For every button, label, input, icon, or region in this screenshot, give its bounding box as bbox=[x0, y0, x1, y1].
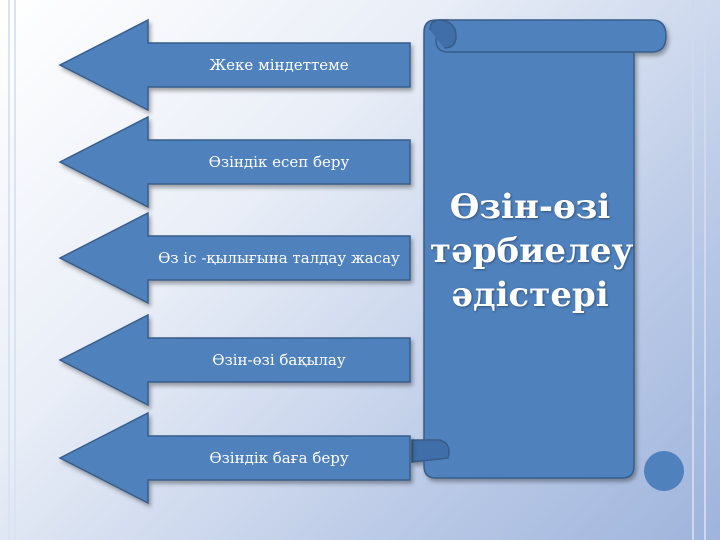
method-arrow-5 bbox=[58, 411, 411, 505]
scroll-banner bbox=[411, 19, 667, 479]
scroll-curl bbox=[429, 19, 457, 49]
method-label-2: Өзіндік есеп беру bbox=[208, 153, 350, 171]
method-arrow-1 bbox=[58, 18, 411, 112]
method-label-4: Өзін-өзі бақылау bbox=[212, 351, 346, 369]
method-arrow-3 bbox=[58, 211, 411, 305]
decor-line-right-1 bbox=[692, 0, 694, 540]
method-label-5: Өзіндік баға беру bbox=[209, 449, 349, 467]
method-arrow-4 bbox=[58, 313, 411, 407]
method-label-3: Өз іс -қылығына талдау жасау bbox=[158, 249, 400, 267]
method-arrow-2 bbox=[58, 115, 411, 209]
arrow-group bbox=[58, 18, 411, 505]
decor-line-left-1 bbox=[8, 0, 10, 540]
decor-line-left-2 bbox=[14, 0, 16, 540]
scroll-body bbox=[423, 19, 635, 479]
decor-line-right-2 bbox=[704, 0, 706, 540]
method-label-1: Жеке міндеттеме bbox=[209, 56, 349, 74]
decor-circle bbox=[644, 451, 684, 491]
scroll-bottom-roll bbox=[411, 439, 450, 463]
diagram-title: Өзін-өзі тәрбиелеу әдістері bbox=[430, 187, 634, 315]
scroll-top-roll bbox=[435, 19, 667, 53]
